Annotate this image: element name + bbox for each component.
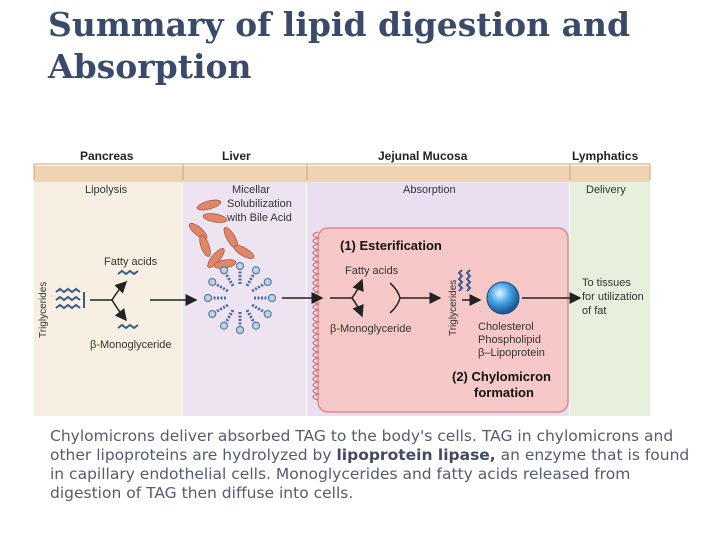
jejunal-triglyceride-molecule [457, 269, 472, 292]
liver-header: Liver [222, 149, 251, 163]
jejunal-triglycerides-label: Triglycerides [448, 280, 459, 336]
lymphatics-header: Lymphatics [572, 149, 639, 163]
cholesterol-label: Cholesterol [478, 321, 534, 333]
fatty-acid-molecule [117, 269, 139, 276]
bile-acid-ovals [188, 199, 255, 269]
phospholipid-label: Phospholipid [478, 334, 541, 346]
micelle-polar-head [252, 321, 260, 330]
micelle-polar-head [263, 310, 272, 318]
header-bar [34, 166, 650, 182]
caption: Chylomicrons deliver absorbed TAG to the… [50, 427, 690, 503]
micelle-polar-head [220, 321, 228, 330]
monoglyceride-label: β-Monoglyceride [90, 339, 172, 351]
lipoprotein-label: β–Lipoprotein [478, 347, 545, 359]
jejunal-monoglyceride-label: β-Monoglyceride [330, 323, 412, 335]
caption-part-2: an enzyme that is found in capillary end… [50, 446, 690, 502]
microvilli-edge [312, 231, 321, 401]
delivery-text: To tissues for utilization of fat [582, 277, 647, 317]
triglycerides-label: Triglycerides [38, 282, 49, 338]
micelle [204, 262, 276, 334]
micelle-polar-head [220, 266, 228, 275]
absorption-arrows [330, 278, 442, 318]
caption-part-1: Chylomicrons deliver absorbed TAG to the… [50, 427, 674, 464]
liver-sub-line-1: Micellar [232, 184, 270, 196]
liver-sub-line-3: with Bile Acid [226, 212, 292, 224]
enterocyte-cell [317, 227, 569, 413]
micelle-polar-head [204, 294, 212, 302]
micelle-polar-head [252, 266, 260, 275]
liver-subheader: Micellar Solubilization with Bile Acid [226, 184, 295, 224]
micelle-polar-head [236, 262, 244, 270]
chylomicron-ball [486, 281, 520, 315]
chylomicron-label-2: formation [474, 385, 534, 400]
title-line-2: Absorption [48, 47, 252, 86]
lipid-digestion-diagram: Pancreas Liver Jejunal Mucosa Lymphatics… [33, 149, 651, 416]
jejunal-header: Jejunal Mucosa [378, 149, 468, 163]
micelle-polar-head [263, 278, 272, 286]
micelle-polar-head [208, 278, 217, 286]
delivery-line-2: for utilization [582, 291, 644, 303]
triglyceride-molecule [55, 287, 81, 310]
liver-sub-line-2: Solubilization [227, 198, 292, 210]
delivery-line-1: To tissues [582, 277, 631, 289]
title-line-1: Summary of lipid digestion and [48, 5, 631, 44]
chylomicron-label-1: (2) Chylomicron [452, 369, 551, 384]
lymphatics-region [570, 166, 650, 416]
jejunal-fatty-acids-label: Fatty acids [345, 265, 399, 277]
monoglyceride-molecule [117, 323, 139, 330]
delivery-line-3: of fat [582, 305, 606, 317]
lymphatics-subheader: Delivery [586, 184, 626, 196]
pancreas-header: Pancreas [80, 149, 134, 163]
micelle-polar-head [268, 294, 276, 302]
fatty-acids-label: Fatty acids [104, 256, 158, 268]
micelle-polar-head [208, 310, 217, 318]
pancreas-subheader: Lipolysis [85, 184, 128, 196]
jejunal-subheader: Absorption [403, 184, 456, 196]
lipolysis-arrows [90, 280, 128, 322]
esterification-label: (1) Esterification [340, 238, 442, 253]
slide-title: Summary of lipid digestion and Absorptio… [48, 4, 708, 88]
micelle-polar-head [236, 326, 244, 334]
caption-bold-term: lipoprotein lipase, [336, 446, 496, 464]
